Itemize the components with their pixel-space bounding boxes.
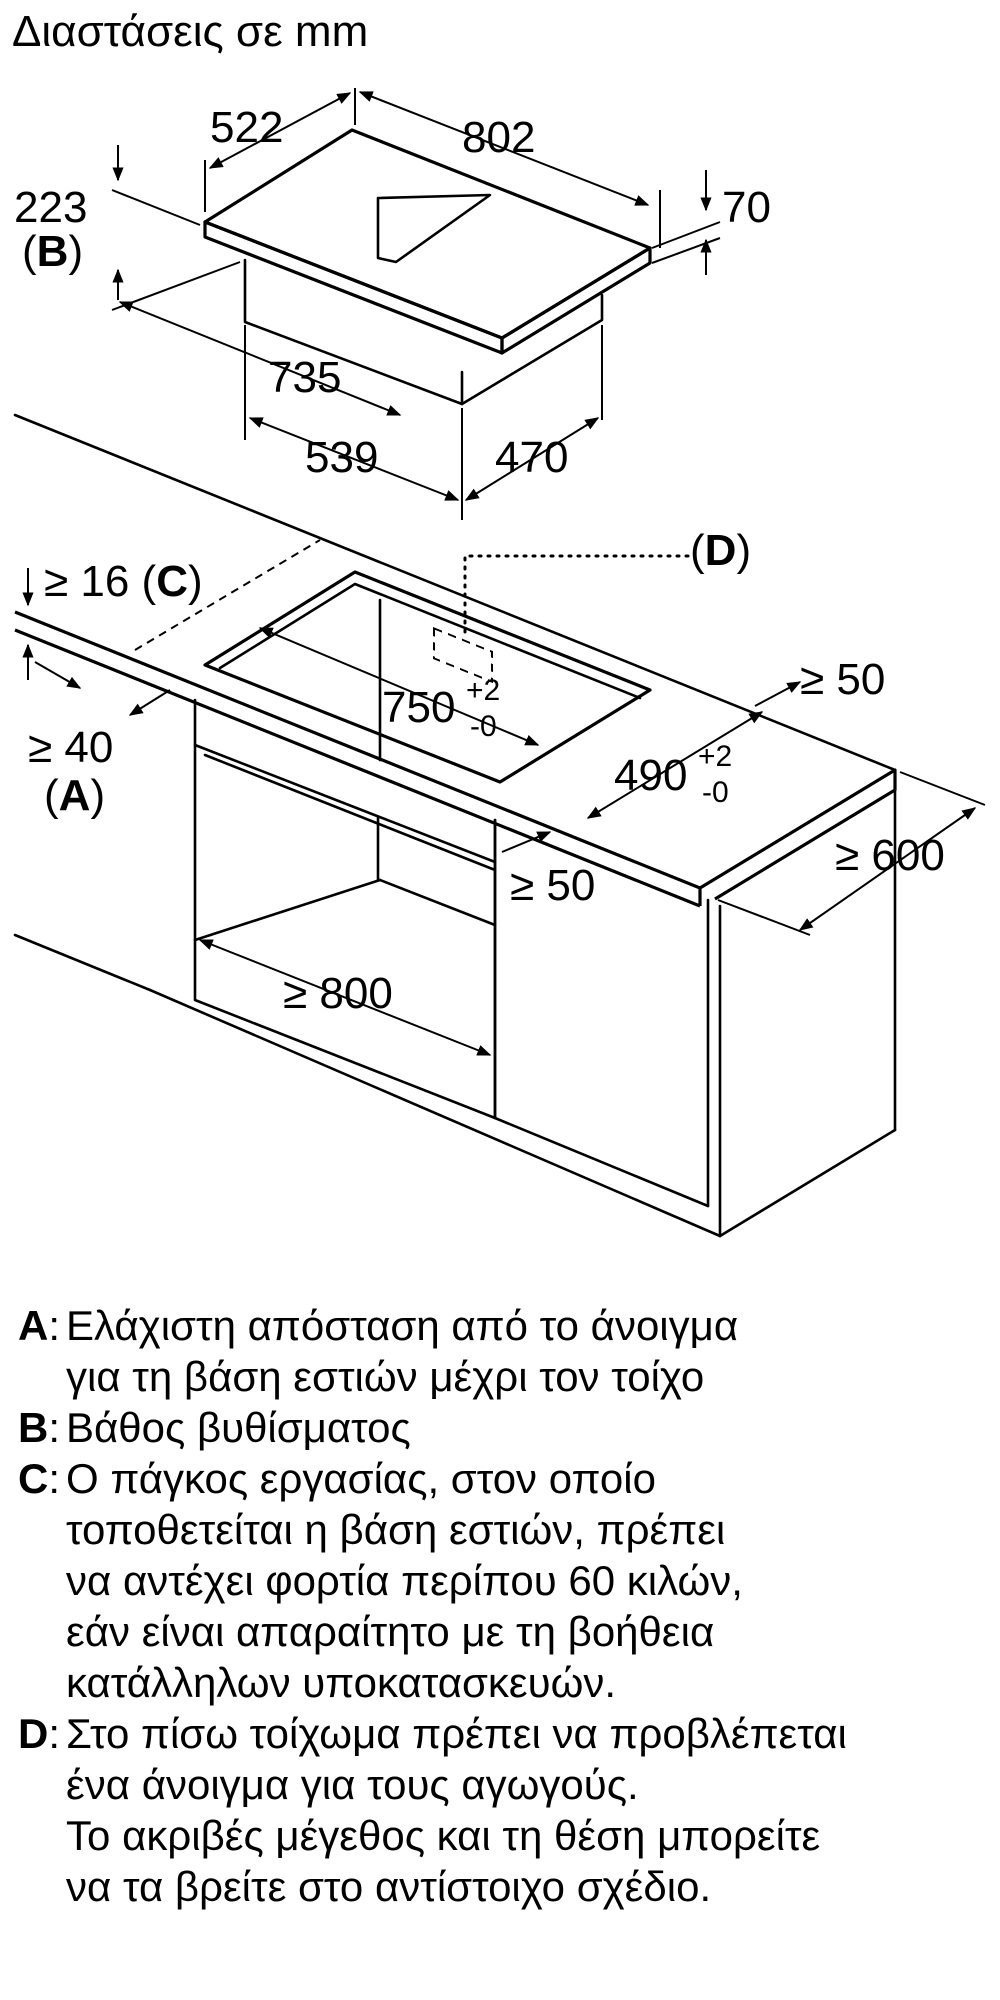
legend-text-line: Βάθος βυθίσματος xyxy=(66,1404,411,1451)
cabinet-drawing xyxy=(13,413,897,1238)
letter-d: D xyxy=(705,526,737,575)
dim-body-depth-label: 470 xyxy=(495,433,568,482)
letter-a: A xyxy=(59,771,91,820)
legend-text-line: να τα βρείτε στο αντίστοιχο σχέδιο. xyxy=(66,1863,712,1910)
dim-cutout-depth-tol-plus: +2 xyxy=(698,740,732,773)
dim-counter-depth-label: ≥ 600 xyxy=(835,831,945,880)
legend-item-a: A: Ελάχιστη απόσταση από το άνοιγμα για … xyxy=(18,1302,739,1400)
legend-text-line: Ο πάγκος εργασίας, στον οποίο xyxy=(66,1455,656,1502)
dim-height-label: 223 xyxy=(14,183,87,232)
legend-text-line: τοποθετείται η βάση εστιών, πρέπει xyxy=(66,1506,726,1553)
hob-dimension-labels: 522 802 223 (B) 70 735 539 470 xyxy=(14,103,771,482)
legend-text-line: να αντέχει φορτία περίπου 60 κιλών, xyxy=(66,1557,743,1604)
legend-text-line: κατάλληλων υποκατασκευών. xyxy=(66,1659,617,1706)
legend-key: C xyxy=(18,1455,49,1502)
dim-cutout-width-tol-minus: -0 xyxy=(470,710,497,743)
dim-front-gap-label: ≥ 40 xyxy=(28,723,113,772)
dim-b-label: (B) xyxy=(22,227,83,276)
dim-body-width-label: 735 xyxy=(268,353,341,402)
legend-item-b: B: Βάθος βυθίσματος xyxy=(18,1404,411,1451)
dim-cutout-width-label: 750 xyxy=(382,683,455,732)
dim-cutout-depth-tol-minus: -0 xyxy=(702,776,729,809)
legend-item-d: D: Στο πίσω τοίχωμα πρέπει να προβλέπετα… xyxy=(18,1710,847,1910)
legend-text-line: ένα άνοιγμα για τους αγωγούς. xyxy=(66,1761,639,1808)
legend-text-line: για τη βάση εστιών μέχρι τον τοίχο xyxy=(66,1353,705,1400)
dim-a-label: (A) xyxy=(44,771,105,820)
dim-thickness-label: 70 xyxy=(722,183,771,232)
diagram-title: Διαστάσεις σε mm xyxy=(12,7,368,56)
legend-text-line: Ελάχιστη απόσταση από το άνοιγμα xyxy=(66,1302,739,1349)
dim-cutout-depth-label: 490 xyxy=(614,751,687,800)
legend-item-c: C: Ο πάγκος εργασίας, στον οποίο τοποθετ… xyxy=(18,1455,743,1706)
dim-d-label: (D) xyxy=(690,526,751,575)
legend: A: Ελάχιστη απόσταση από το άνοιγμα για … xyxy=(18,1300,988,1912)
letter-b: B xyxy=(37,227,69,276)
dim-cabinet-width-label: ≥ 800 xyxy=(283,969,393,1018)
letter-c: C xyxy=(156,557,188,606)
legend-text-line: Το ακριβές μέγεθος και τη θέση μπορείτε xyxy=(66,1812,821,1859)
dim-top-depth-label: 522 xyxy=(210,103,283,152)
hob-dimension-lines xyxy=(111,88,721,520)
legend-key: B xyxy=(18,1404,49,1451)
dim-side-gap-right-label: ≥ 50 xyxy=(800,655,885,704)
dim-body-width-lower-label: 539 xyxy=(305,433,378,482)
legend-key: A xyxy=(18,1302,49,1349)
dim-wall-gap-label: ≥ 16 (C) xyxy=(44,557,203,606)
legend-text-line: εάν είναι απαραίτητο με τη βοήθεια xyxy=(66,1608,715,1655)
dim-side-gap-front-label: ≥ 50 xyxy=(510,861,595,910)
legend-key: D xyxy=(18,1710,49,1757)
installation-diagram: Διαστάσεις σε mm xyxy=(12,7,986,1238)
cabinet-dimension-lines xyxy=(22,568,986,1056)
legend-text-line: Στο πίσω τοίχωμα πρέπει να προβλέπεται xyxy=(66,1710,847,1757)
dim-top-width-label: 802 xyxy=(462,113,535,162)
dim-cutout-width-tol-plus: +2 xyxy=(466,674,500,707)
cabinet-dimension-labels: ≥ 16 (C) ≥ 40 (A) 750 +2 -0 490 +2 -0 ≥ … xyxy=(28,526,945,1018)
